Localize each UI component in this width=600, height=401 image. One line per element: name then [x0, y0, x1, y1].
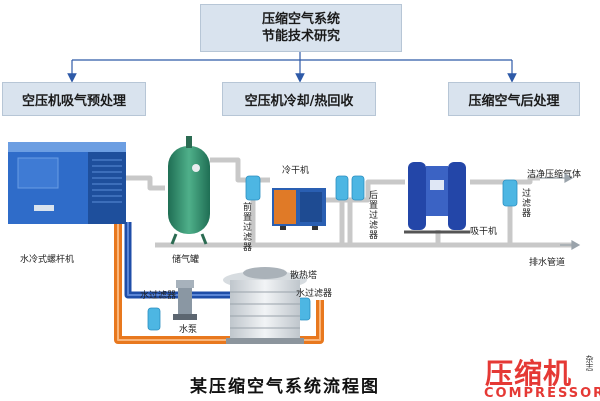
tree-connectors [67, 51, 517, 83]
category-intake-label: 空压机吸气预处理 [21, 93, 126, 109]
water-pump [173, 280, 197, 320]
logo-side-text: 杂志 [585, 355, 594, 371]
logo-english: COMPRESSOR [484, 386, 600, 401]
category-post-box: 压缩空气后处理 [448, 82, 580, 116]
refrigerated-dryer [272, 188, 326, 230]
pre-filter-label: 前置过滤器 [241, 202, 251, 252]
category-intake-box: 空压机吸气预处理 [2, 82, 146, 116]
system-title-line1: 压缩空气系统 [261, 12, 340, 27]
cooling-tower [223, 267, 307, 344]
category-cooling-box: 空压机冷却/热回收 [222, 82, 376, 116]
inline-filters [147, 175, 518, 331]
final-filter-label: 过滤器 [520, 188, 530, 218]
water-pipe [124, 222, 230, 299]
compressor-unit [8, 142, 126, 224]
clean-air-label: 洁净压缩气体 [527, 170, 582, 180]
system-title-line2: 节能技术研究 [261, 29, 340, 44]
return-pipe [114, 222, 324, 344]
dryer-label: 冷干机 [282, 166, 310, 176]
cooling-tower-label: 散热塔 [290, 271, 318, 281]
pump-label: 水泵 [179, 325, 198, 335]
compressor-label: 水冷式螺杆机 [20, 255, 75, 265]
water-filter-left-label: 水过滤器 [140, 291, 177, 301]
air-tank [168, 136, 210, 245]
logo-chinese: 压缩机 [485, 357, 573, 390]
category-post-label: 压缩空气后处理 [468, 93, 560, 109]
category-cooling-label: 空压机冷却/热回收 [244, 93, 354, 109]
diagram-caption: 某压缩空气系统流程图 [190, 377, 380, 397]
post-filter-label: 后置过滤器 [367, 190, 377, 240]
system-title-box: 压缩空气系统 节能技术研究 [200, 4, 402, 52]
adsorption-dryer-label: 吸干机 [470, 227, 498, 237]
water-filter-right-label: 水过滤器 [296, 289, 333, 299]
adsorption-dryer [404, 162, 470, 234]
drain-label: 排水管道 [529, 258, 566, 268]
outlet-arrows [540, 172, 581, 251]
tank-label: 储气罐 [172, 255, 200, 265]
